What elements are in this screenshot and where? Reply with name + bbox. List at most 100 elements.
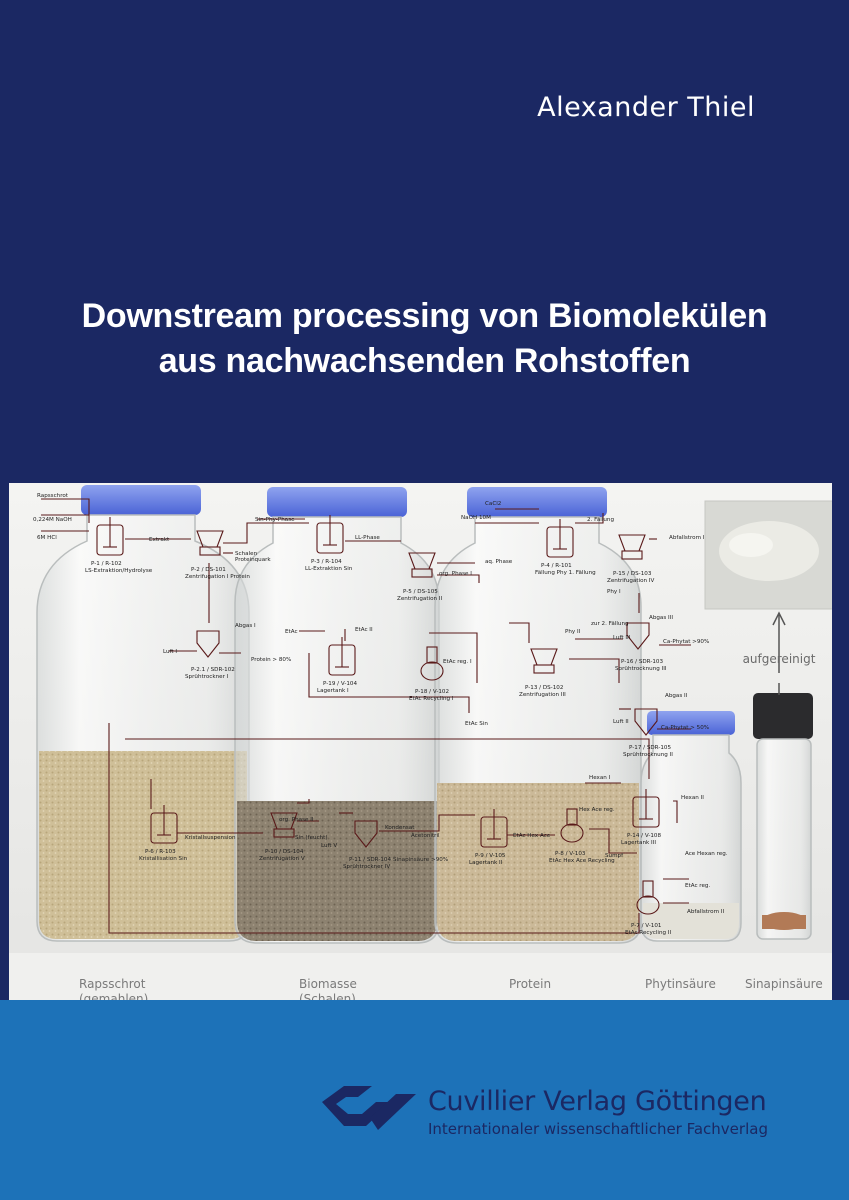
flowsheet-unit-id: P-19 / V-104 [323, 681, 357, 687]
flowsheet-unit [270, 812, 298, 838]
flowsheet-stream-label: Kondensat [385, 825, 415, 831]
flowsheet-unit-name: EtAc Recycling I [409, 696, 454, 702]
flowsheet-unit [408, 552, 436, 578]
flowsheet-stream-line [569, 658, 620, 683]
publisher-name: Cuvillier Verlag Göttingen [428, 1086, 767, 1117]
flowsheet-stream-label: Rapsschrot [37, 493, 69, 499]
flowsheet-stream-label: Hex Ace reg. [579, 807, 615, 813]
cover-top-band: Alexander Thiel Downstream processing vo… [0, 0, 849, 483]
flowsheet-stream-label: Ca-Phytat > 50% [661, 725, 709, 731]
flowsheet-stream-line [673, 800, 678, 823]
flowsheet-unit [328, 637, 356, 676]
jar-caption-line-1: Sinapinsäure [745, 977, 823, 991]
flowsheet-stream-line [509, 622, 530, 643]
flowsheet-stream-label: Sumpf [605, 853, 624, 859]
flowsheet-stream-line [575, 513, 604, 524]
flowsheet-stream-label: Hexan I [589, 775, 611, 781]
jar-sinapinsaeure [753, 693, 813, 940]
flowsheet-unit-name: LS-Extraktion/Hydrolyse [85, 568, 153, 574]
flowsheet-unit-id: P-13 / DS-102 [525, 685, 563, 691]
flowsheet-unit [618, 534, 646, 560]
flowsheet-stream-label: EtAc [285, 629, 298, 635]
flowsheet-stream-label: EtAc Hex Ace [513, 833, 551, 839]
flowsheet-unit-id: P-18 / V-102 [415, 689, 449, 695]
label-aufgereinigt: aufgereinigt [743, 652, 816, 666]
flowsheet-unit [96, 517, 124, 556]
flowsheet-unit-name: Sprühtrocknung III [615, 666, 667, 672]
flowsheet-unit [530, 648, 558, 674]
flowsheet-unit-name: Sprühtrockner I [185, 674, 229, 680]
flowsheet-stream-label: Acetonitril [411, 833, 440, 839]
flowsheet-unit-name: Zentrifugation II [397, 596, 443, 602]
flowsheet-stream-label: EtAc Sin [465, 721, 488, 727]
flowsheet-unit [196, 530, 224, 556]
flowsheet-unit [632, 789, 660, 828]
flowsheet-stream-line [429, 632, 478, 683]
flowsheet-stream-label: Abfallstrom II [687, 909, 724, 915]
flowsheet-stream-line [125, 738, 650, 779]
flowsheet-unit-id: P-7 / V-101 [631, 923, 662, 929]
flowsheet-stream-label: Luft V [321, 843, 337, 849]
flowsheet-unit-name: Lagertank II [469, 860, 503, 866]
flowsheet-unit [420, 646, 444, 681]
flowsheet-stream-line [108, 723, 640, 934]
flowsheet-stream-label: Schalen [235, 551, 258, 557]
flowsheet-unit-id: P-3 / R-104 [311, 559, 342, 565]
flowsheet-stream-label: aq. Phase [485, 559, 513, 565]
flowsheet-unit-id: P-1 / R-102 [91, 561, 122, 567]
flowsheet-unit-name: EtAc Hex Ace Recycling [549, 858, 615, 864]
jar-phytinsaeure [640, 711, 742, 942]
flowsheet-unit-id: P-5 / DS-105 [403, 589, 438, 595]
flowsheet-unit-name: Sprühtrockner IV [343, 864, 390, 870]
publisher-subtitle: Internationaler wissenschaftlicher Fachv… [428, 1120, 768, 1138]
jar-caption-line-1: Protein [509, 977, 551, 991]
flowsheet-stream-label: Extrakt [149, 537, 170, 543]
cover-bottom-band [0, 1000, 849, 1200]
flowsheet-unit-id: P-15 / DS-103 [613, 571, 652, 577]
flowsheet-stream-label: Abgas II [665, 693, 688, 699]
flowsheet-unit-id: P-2.1 / SDR-102 [191, 667, 235, 673]
flowsheet-unit-name: Zentrifugation IV [607, 578, 655, 584]
flowsheet-unit-name: Zentrifugation V [259, 856, 305, 862]
jar-caption-line-1: Biomasse [299, 977, 357, 991]
flowsheet-stream-label: Luft III [613, 635, 631, 641]
author-name: Alexander Thiel [537, 92, 755, 123]
flowsheet-unit-id: P-9 / V-105 [475, 853, 506, 859]
jar-protein [434, 487, 642, 944]
flowsheet-unit-name: Lagertank I [317, 688, 349, 694]
flowsheet-stream-line [223, 522, 309, 544]
flowsheet-unit-name: Sprühtrocknung II [623, 752, 673, 758]
flowsheet-stream-label: Ace Hexan reg. [685, 851, 728, 857]
flowsheet-stream-label: org. Phase II [279, 817, 314, 823]
flowsheet-stream-label: Sinapinsäure >90% [393, 857, 448, 863]
flowsheet-unit-name: Zentrifugation I Protein [185, 574, 250, 580]
cuvillier-logo-icon [322, 1086, 416, 1130]
jar-rapsschrot [36, 485, 250, 942]
flowsheet-stream-label: Abfallstrom I [669, 535, 705, 541]
flowsheet-unit-id: P-17 / SDR-105 [629, 745, 671, 751]
jar-captions: Rapsschrot(gemahlen)Biomasse(Schalen)Pro… [79, 977, 823, 1000]
flowsheet-stream-label: Phy II [565, 629, 581, 635]
flowsheet-unit-id: P-2 / DS-101 [191, 567, 226, 573]
flowsheet-unit [636, 880, 660, 915]
flowsheet-unit [480, 809, 508, 848]
process-flowsheet [41, 498, 691, 934]
flowsheet-unit-name: Kristallisation Sin [139, 856, 188, 862]
flowsheet-unit-id: P-11 / SDR-104 [349, 857, 391, 863]
flowsheet-stream-label: Luft I [163, 649, 177, 655]
flowsheet-stream-label: org. Phase I [439, 571, 472, 577]
flowsheet-unit-name: Fällung Phy 1. Fällung [535, 570, 596, 576]
flowsheet-stream-label: Luft II [613, 719, 629, 725]
flowsheet-unit [560, 808, 584, 843]
flowsheet-stream-label: EtAc II [355, 627, 373, 633]
flowsheet-stream-label: EtAc reg. I [443, 659, 472, 665]
flowsheet-stream-label: Proteinquark [235, 557, 271, 563]
flowsheet-stream-label: Kristallsuspension [185, 835, 236, 841]
flowsheet-stream-label: Hexan II [681, 795, 704, 801]
flowsheet-unit-name: Zentrifugation III [519, 692, 566, 698]
flowsheet-stream-label: CaCl2 [485, 501, 501, 507]
flowsheet-stream-label: Protein > 80% [251, 657, 291, 663]
flowsheet-unit-name: Lagertank III [621, 840, 656, 846]
flowsheet-stream-line [379, 814, 475, 832]
